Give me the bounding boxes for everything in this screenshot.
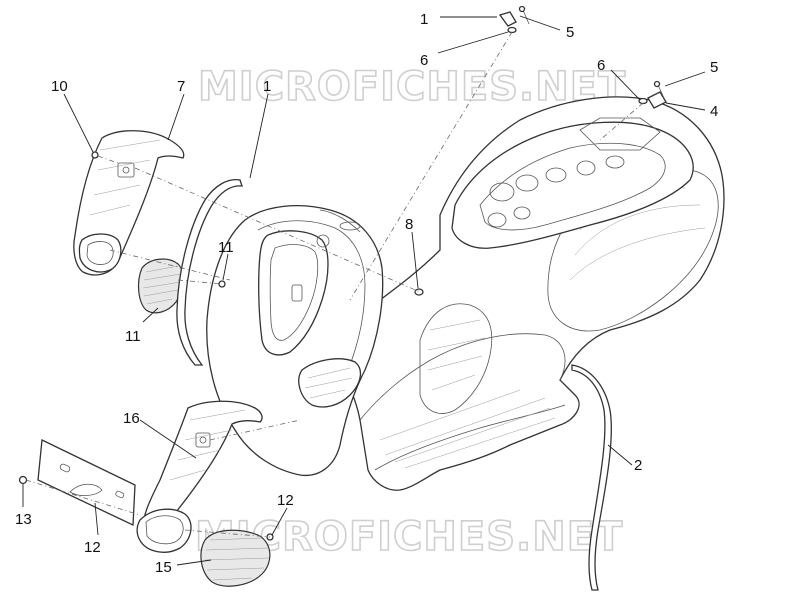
clip-part-8 [414,288,424,296]
screw-part-5-top [518,5,530,25]
callout-15: 15 [155,559,172,576]
screw-part-13 [18,475,28,485]
clip-part-6-right [638,97,648,105]
callout-11-top: 11 [218,239,234,256]
callout-10: 11 [125,328,141,345]
callout-4: 4 [710,103,718,120]
callout-9: 10 [51,78,68,95]
callout-labels: 1 5 6 6 5 4 10 7 1 11 8 11 2 16 12 13 12… [15,11,718,576]
callout-3: 1 [420,11,428,28]
bracket-part-3 [498,11,517,27]
callout-5-top: 5 [566,24,574,41]
badge-panel-part-12 [37,439,136,527]
callout-1: 1 [263,78,271,95]
callout-2: 2 [634,457,642,474]
horn-grille-part-10 [137,258,184,314]
callout-6-right: 6 [597,57,605,74]
screw-part-5-right [653,80,665,99]
callout-6-top: 6 [420,52,428,69]
callout-12: 12 [84,539,101,556]
callout-16: 16 [123,410,140,427]
callout-5-right: 5 [710,59,718,76]
frame-body [332,96,725,491]
edge-trim-part-1 [176,179,243,366]
watermark-top: MICROFICHES.NET [198,64,626,110]
callout-8: 8 [405,216,413,233]
clip-part-6-top [507,26,517,34]
screw-part-9 [91,151,99,159]
assembly-lines [25,31,644,538]
edge-trim-part-2 [571,364,612,591]
callout-13: 13 [15,511,32,528]
grille-part-15 [200,529,271,587]
horn-cover-part-7 [73,130,185,276]
bracket-part-4 [647,91,667,109]
callout-7: 7 [177,78,185,95]
callout-11-bottom: 12 [277,492,294,509]
leader-lines [22,15,706,566]
